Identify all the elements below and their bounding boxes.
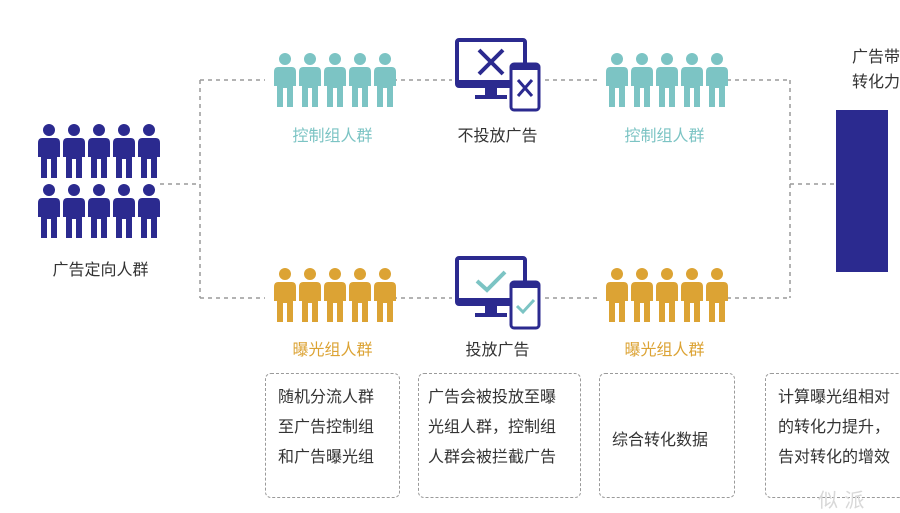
exposed-result-label: 曝光组人群 (624, 340, 705, 359)
control-group-label: 控制组人群 (292, 126, 373, 145)
control-people-row (273, 53, 397, 107)
person-icon (606, 268, 628, 322)
person-icon (656, 268, 678, 322)
control-result-label: 控制组人群 (624, 126, 705, 145)
person-icon (374, 53, 396, 107)
person-icon (324, 268, 346, 322)
exposed-action-label: 投放广告 (465, 340, 530, 359)
step-text-line: 随机分流人群 (278, 387, 375, 406)
person-icon (299, 268, 321, 322)
control-result-people-row (605, 53, 729, 107)
person-icon (656, 53, 678, 107)
result-title-line-1: 广告带 (852, 47, 900, 66)
watermark: 似 派 (818, 488, 865, 512)
person-icon (324, 53, 346, 107)
monitor-phone-approved-icon (455, 256, 541, 330)
step-box-aggregate: 综合转化数据 (599, 373, 735, 498)
step-text-line: 告对转化的增效 (778, 447, 891, 466)
person-icon (349, 268, 371, 322)
person-icon (606, 53, 628, 107)
person-icon (706, 53, 728, 107)
source-label: 广告定向人群 (52, 260, 149, 279)
step-text-line: 和广告曝光组 (278, 447, 375, 466)
person-icon (681, 53, 703, 107)
step-box-split: 随机分流人群 至广告控制组 和广告曝光组 (265, 373, 400, 498)
person-icon (274, 53, 296, 107)
person-icon (299, 53, 321, 107)
step-text-line: 的转化力提升， (778, 417, 891, 436)
result-title-line-2: 转化力 (852, 72, 900, 91)
flow-connectors (160, 79, 836, 299)
person-icon (138, 124, 160, 178)
person-icon (88, 184, 110, 238)
person-icon (63, 184, 85, 238)
control-action-label: 不投放广告 (457, 126, 538, 145)
result-bar (836, 110, 888, 272)
person-icon (113, 124, 135, 178)
person-icon (138, 184, 160, 238)
person-icon (706, 268, 728, 322)
step-text-line: 计算曝光组相对 (778, 387, 891, 406)
person-icon (631, 53, 653, 107)
person-icon (63, 124, 85, 178)
person-icon (38, 184, 60, 238)
step-box-delivery: 广告会被投放至曝 光组人群，控制组 人群会被拦截广告 (418, 373, 581, 498)
step-box-compute: 计算曝光组相对 的转化力提升， 告对转化的增效 (765, 373, 900, 498)
person-icon (349, 53, 371, 107)
step-text-line: 人群会被拦截广告 (428, 447, 557, 466)
step-text-line: 广告会被投放至曝 (428, 387, 557, 406)
person-icon (374, 268, 396, 322)
exposed-result-people-row (605, 268, 729, 322)
exposed-group-label: 曝光组人群 (292, 340, 373, 359)
person-icon (113, 184, 135, 238)
source-people-row-1 (37, 124, 161, 178)
source-people-row-2 (37, 184, 161, 238)
person-icon (631, 268, 653, 322)
monitor-phone-blocked-icon (455, 38, 541, 112)
exposed-people-row (273, 268, 397, 322)
person-icon (274, 268, 296, 322)
person-icon (38, 124, 60, 178)
step-text-line: 至广告控制组 (278, 417, 375, 436)
step-text-line: 光组人群，控制组 (428, 417, 557, 436)
person-icon (681, 268, 703, 322)
person-icon (88, 124, 110, 178)
step-text-line: 综合转化数据 (612, 430, 709, 449)
